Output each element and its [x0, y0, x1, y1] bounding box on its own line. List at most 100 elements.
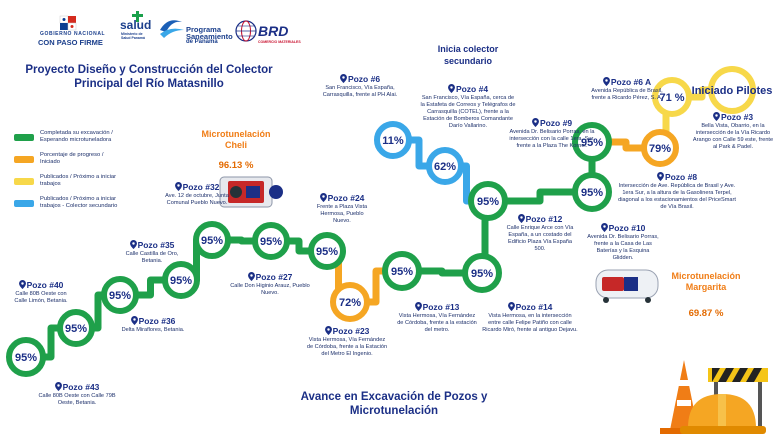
- pozo-node-pct-n13: 95%: [391, 266, 413, 278]
- pozo-desc-p6a: Avenida República de Brasil, frente a Ri…: [591, 88, 663, 101]
- map-pin-icon: [54, 382, 62, 391]
- pozo-node-pct-n3: Iniciado Pilotes: [692, 85, 773, 97]
- pozo-node-pct-n10: 95%: [581, 187, 603, 199]
- pozo-desc-p32: Ave. 12 de octubre, Junta Comunal Pueblo…: [165, 193, 229, 206]
- microtunneler-margarita-icon: [595, 269, 659, 303]
- pozo-name-p27: Pozo #27: [255, 272, 293, 282]
- pozo-node-pct-n4: 62%: [434, 161, 456, 173]
- micro-cheli-title: Microtunelación Cheli: [201, 129, 271, 150]
- pozo-name-p43: Pozo #43: [62, 382, 100, 392]
- pozo-desc-p43: Calle 80B Oeste con Calle 79B Oeste, Bet…: [38, 393, 116, 406]
- pozo-node-ring-n35: [162, 261, 200, 299]
- map-pin-icon: [531, 118, 539, 127]
- pozo-heading-p3: Pozo #3: [690, 112, 776, 122]
- programa-text: Programa: [186, 25, 222, 34]
- pozo-name-p23: Pozo #23: [332, 326, 370, 336]
- pozo-node-ring-n8: [641, 129, 679, 167]
- secondary-title: Inicia colector secundario: [437, 44, 499, 66]
- bottom-title: Avance en Excavación de Pozos y Microtun…: [300, 391, 488, 417]
- pozo-heading-p12: Pozo #12: [504, 214, 576, 224]
- pozo-node-n14: 95%: [462, 253, 502, 293]
- pozo-node-ring-n27: [252, 222, 290, 260]
- pozo-heading-p9: Pozo #9: [508, 118, 596, 128]
- map-pin-icon: [602, 77, 610, 86]
- pozo-desc-p14: Vista Hermosa, en la intersección entre …: [482, 313, 578, 333]
- map-pin-icon: [517, 214, 525, 223]
- pozo-name-p36: Pozo #36: [138, 316, 176, 326]
- pozo-name-p6a: Pozo #6 A: [610, 77, 652, 87]
- pozo-node-ring-n6: [374, 121, 412, 159]
- legend-swatch-progress: [14, 156, 34, 163]
- brd-text: BRD: [258, 23, 289, 39]
- map-pin-icon: [324, 326, 332, 335]
- pozo-node-pct-n24: 95%: [316, 246, 338, 258]
- pozo-node-pct-n6a: 71 %: [659, 92, 684, 104]
- pozo-name-p12: Pozo #12: [525, 214, 563, 224]
- pozo-node-pct-n23: 72%: [339, 297, 361, 309]
- pozo-node-ring-n24: [308, 232, 346, 270]
- pozo-heading-p10: Pozo #10: [586, 223, 660, 233]
- pozo-node-n8: 79%: [641, 129, 679, 167]
- de-panama-text: de Panamá: [186, 39, 218, 45]
- pozo-node-pct-n14: 95%: [471, 268, 493, 280]
- microtunneler-cheli-icon: [219, 176, 283, 208]
- saneamiento-text: Saneamiento: [186, 32, 233, 41]
- legend-label-published: Publicados / Próximo a iniciar trabajos: [40, 174, 117, 187]
- connector-n12-n10: [484, 188, 596, 205]
- pozo-node-pct-n8: 79%: [649, 143, 671, 155]
- pozo-node-n4: 62%: [426, 147, 464, 185]
- legend-swatch-done: [14, 134, 34, 141]
- pozo-desc-p10: Avenida Dr. Belisario Porras, frente a l…: [587, 234, 659, 261]
- legend-swatch-published: [14, 178, 34, 185]
- legend-label-progress: Porcentaje de progreso / Iniciado: [40, 152, 104, 165]
- legend-swatch-secondary: [14, 200, 34, 207]
- pozo-node-n12: 95%: [468, 181, 508, 221]
- map-pin-icon: [339, 74, 347, 83]
- pozo-node-n24: 95%: [308, 232, 346, 270]
- pozo-heading-p23: Pozo #23: [306, 326, 388, 336]
- pozo-node-pct-n27: 95%: [260, 236, 282, 248]
- pozo-node-ring-n6a: [652, 77, 692, 117]
- pozo-node-pct-n6: 11%: [382, 135, 404, 147]
- salud-text: salud: [120, 18, 152, 32]
- pozo-heading-p35: Pozo #35: [120, 240, 184, 250]
- pozo-node-n6: 11%: [374, 121, 412, 159]
- pozo-node-pct-n9: 95%: [581, 137, 603, 149]
- pozo-name-p3: Pozo #3: [720, 112, 754, 122]
- pozo-name-p40: Pozo #40: [26, 280, 64, 290]
- pozo-node-ring-n32: [193, 221, 231, 259]
- pozo-node-n27: 95%: [252, 222, 290, 260]
- pozo-desc-p12: Calle Enrique Arce con Vía España, a un …: [506, 225, 574, 252]
- map-pin-icon: [600, 223, 608, 232]
- pozo-node-ring-n4: [426, 147, 464, 185]
- pozo-node-pct-n12: 95%: [477, 196, 499, 208]
- pozo-heading-p32: Pozo #32: [159, 182, 235, 192]
- micro-margarita-title: Microtunelación Margarita: [671, 271, 741, 292]
- pozo-nodes: 95%95%95%95%95%95%95%72%95%95%95%62%11%9…: [6, 66, 773, 377]
- pozo-heading-p40: Pozo #40: [10, 280, 72, 290]
- pozo-name-p8: Pozo #8: [664, 172, 698, 182]
- map-pin-icon: [712, 112, 720, 121]
- pozo-node-n23: 72%: [330, 282, 370, 322]
- hard-hat-icon: [680, 394, 766, 434]
- logos-svg: [59, 11, 257, 42]
- pozo-name-p6: Pozo #6: [347, 74, 381, 84]
- pozo-heading-p14: Pozo #14: [482, 302, 578, 312]
- pozo-heading-p13: Pozo #13: [396, 302, 478, 312]
- map-pin-icon: [447, 84, 455, 93]
- map-pin-icon: [130, 316, 138, 325]
- pozo-node-pct-n35: 95%: [170, 275, 192, 287]
- pozo-desc-p35: Calle Castilla de Oro, Betania.: [125, 251, 179, 264]
- map-pin-icon: [656, 172, 664, 181]
- pozo-desc-p36: Delta Miraflores, Betania.: [121, 327, 185, 333]
- pozo-heading-p8: Pozo #8: [616, 172, 738, 182]
- pozo-heading-p24: Pozo #24: [312, 193, 372, 203]
- pozo-name-p4: Pozo #4: [455, 84, 489, 94]
- pozo-node-n3: Iniciado Pilotes: [692, 66, 773, 114]
- pozo-desc-p40: Calle 80B Oeste con Calle Limón, Betania…: [14, 291, 68, 304]
- pozo-node-ring-n43: [6, 337, 46, 377]
- pozo-node-n32: 95%: [193, 221, 231, 259]
- micro-margarita-pct: 69.87 %: [688, 308, 724, 319]
- map-pin-icon: [507, 302, 515, 311]
